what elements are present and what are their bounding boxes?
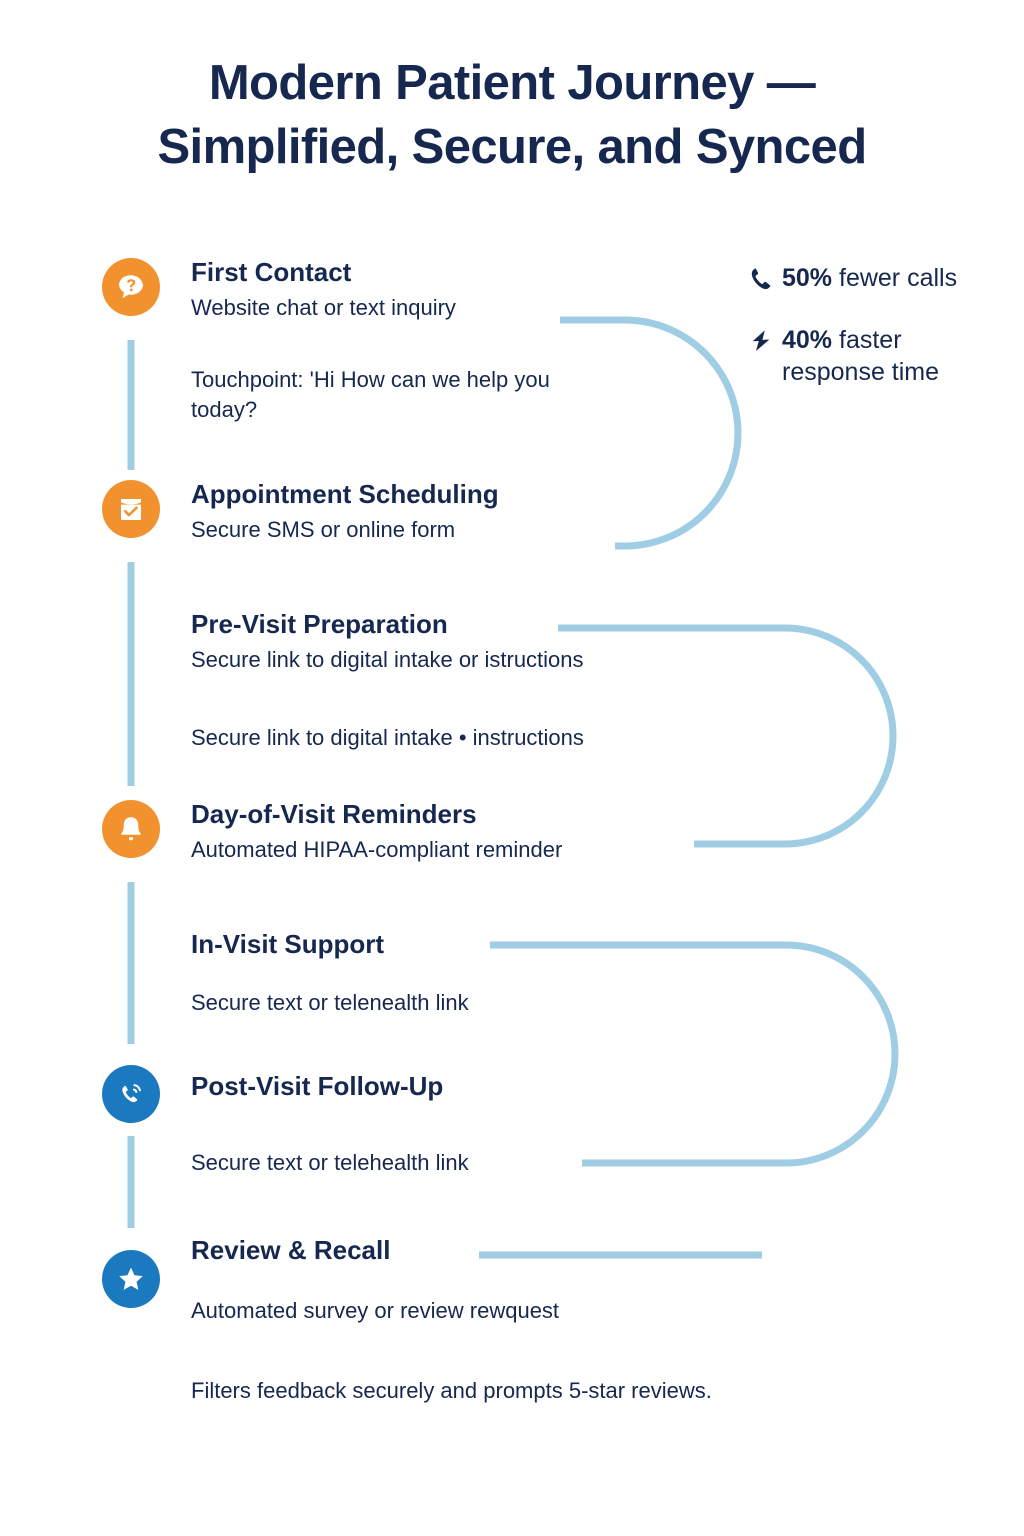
step-subtitle-review-recall: Automated survey or review rewquest: [191, 1298, 560, 1323]
stat-value-response-time: 40%: [782, 326, 833, 354]
step-title-first-contact: First Contact: [191, 257, 352, 287]
connector-loop-1: [560, 316, 742, 550]
step-block-in-visit-support: In-Visit Support: [191, 929, 661, 959]
step-note-first-contact: Touchpoint: 'Hi How can we help you toda…: [191, 367, 550, 423]
step-block-appointment-scheduling: Appointment Scheduling Secure SMS or onl…: [191, 479, 661, 545]
step-block-pre-visit-preparation: Pre-Visit Preparation Secure link to dig…: [191, 609, 751, 675]
step-note-pre-visit-preparation: Secure link to digital intake • instruct…: [191, 725, 584, 750]
step-title-pre-visit-preparation: Pre-Visit Preparation: [191, 609, 448, 639]
step-subtitle-first-contact: Website chat or text inquiry: [191, 295, 456, 321]
step-title-appointment-scheduling: Appointment Scheduling: [191, 479, 499, 509]
connector-loop-3: [490, 941, 899, 1167]
step-icon-appointment-scheduling[interactable]: [102, 480, 160, 538]
stat-label-response-time: faster response time: [782, 326, 940, 386]
star-icon: [119, 1267, 143, 1290]
step-subtitle-block-review-recall: Automated survey or review rewquest: [191, 1296, 751, 1326]
step-icon-first-contact[interactable]: [102, 258, 160, 316]
stat-value-calls: 50%: [782, 264, 833, 292]
question-chat-icon: [119, 275, 143, 299]
stat-text-calls: 50% fewer calls: [782, 262, 957, 294]
step-block-day-of-visit-reminders: Day-of-Visit Reminders Automated HIPAA-c…: [191, 799, 711, 865]
step-subtitle-block-post-visit-follow-up: Secure text or telehealth link: [191, 1148, 661, 1178]
step-subtitle-pre-visit-preparation: Secure link to digital intake or istruct…: [191, 647, 584, 673]
connector-loop-2: [558, 624, 897, 848]
step-block-first-contact: First Contact Website chat or text inqui…: [191, 257, 621, 323]
calendar-check-icon: [121, 499, 141, 520]
step-title-review-recall: Review & Recall: [191, 1235, 391, 1265]
step-subtitle-appointment-scheduling: Secure SMS or online form: [191, 517, 456, 543]
phone-icon: [751, 268, 771, 290]
step-note-block-pre-visit-preparation: Secure link to digital intake • instruct…: [191, 723, 751, 753]
step-block-review-recall: Review & Recall: [191, 1235, 661, 1265]
step-subtitle-day-of-visit-reminders: Automated HIPAA-compliant reminder: [191, 837, 563, 863]
step-note-block-first-contact: Touchpoint: 'Hi How can we help you toda…: [191, 365, 621, 426]
title-line-2: Simplified, Secure, and Synced: [157, 119, 867, 174]
title-line-1: Modern Patient Journey —: [208, 56, 816, 110]
step-icon-review-recall[interactable]: [102, 1250, 160, 1308]
step-title-in-visit-support: In-Visit Support: [191, 929, 385, 959]
phone-ring-icon: [122, 1084, 141, 1103]
step-icon-post-visit-follow-up[interactable]: [102, 1065, 160, 1123]
bell-icon: [121, 817, 141, 841]
step-title-post-visit-follow-up: Post-Visit Follow-Up: [191, 1071, 444, 1101]
stat-item-response-time: 40% faster response time: [748, 324, 998, 388]
step-subtitle-post-visit-follow-up: Secure text or telehealth link: [191, 1150, 469, 1175]
stat-label-calls: fewer calls: [832, 264, 958, 292]
step-title-day-of-visit-reminders: Day-of-Visit Reminders: [191, 799, 477, 829]
stat-item-calls: 50% fewer calls: [748, 262, 998, 294]
phone-icon-wrap: [748, 262, 782, 292]
bottom-caption: Filters feedback securely and prompts 5-…: [191, 1378, 712, 1403]
page-title: Modern Patient Journey — Simplified, Sec…: [0, 52, 1024, 179]
lightning-bolt-icon: [752, 330, 770, 351]
stats-panel: 50% fewer calls 40% faster response time: [748, 262, 998, 418]
step-icon-day-of-visit-reminders[interactable]: [102, 800, 160, 858]
stat-text-response-time: 40% faster response time: [782, 324, 998, 388]
step-block-post-visit-follow-up: Post-Visit Follow-Up: [191, 1071, 661, 1101]
step-subtitle-block-in-visit-support: Secure text or telenealth link: [191, 988, 661, 1018]
lightning-bolt-icon-wrap: [748, 324, 782, 354]
step-subtitle-in-visit-support: Secure text or telenealth link: [191, 990, 469, 1015]
